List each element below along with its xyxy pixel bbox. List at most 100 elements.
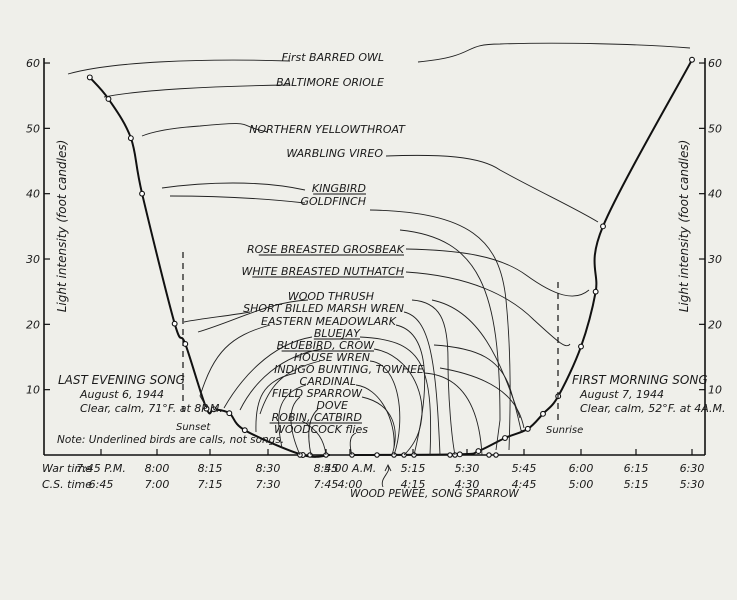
bird-leader <box>355 384 395 449</box>
baseline-song-point <box>447 452 453 458</box>
sunrise-label: Sunrise <box>546 425 583 436</box>
evening-song-point <box>210 406 217 413</box>
bird-leader <box>349 432 357 456</box>
morning-song-point <box>502 435 508 441</box>
x-tick-label-war: 6:30 <box>680 462 705 475</box>
war-time-label: War time <box>42 462 92 475</box>
x-tick-label-war: 5:00 A.M. <box>324 462 376 475</box>
x-tick-label-cs: 7:15 <box>198 478 223 491</box>
bird-leader <box>197 299 309 333</box>
y-tick-label-left: 20 <box>26 318 40 331</box>
bird-label: WHITE BREASTED NUTHATCH <box>241 265 404 278</box>
x-tick-label-war: 8:00 <box>145 462 170 475</box>
bird-leader <box>239 348 323 411</box>
evening-song-point <box>105 96 112 102</box>
bird-leader <box>359 336 432 456</box>
x-tick-label-war: 8:30 <box>256 462 281 475</box>
x-tick-label-war: 7:45 P.M. <box>76 462 126 475</box>
x-tick-label-cs: 6:45 <box>89 478 114 491</box>
evening-song-point <box>86 74 93 81</box>
y-tick-label-right: 40 <box>708 188 722 201</box>
evening-song-point <box>241 427 248 434</box>
x-tick-label-war: 6:00 <box>569 462 594 475</box>
y-tick-label-left: 60 <box>26 57 40 70</box>
baseline-song-point <box>307 452 313 458</box>
baseline-song-point <box>374 452 380 458</box>
bird-leader <box>423 372 483 456</box>
evening-date: August 6, 1944 <box>79 388 164 401</box>
y-tick-label-right: 30 <box>708 253 722 266</box>
bird-leader <box>417 42 691 63</box>
x-tick-label-war: 5:30 <box>455 462 480 475</box>
y-tick-label-left: 50 <box>26 122 40 135</box>
pewee-sparrow-label: WOOD PEWEE, SONG SPARROW <box>350 488 519 500</box>
bird-label: BLUEBIRD, CROW <box>277 339 376 352</box>
x-tick-label-cs: 7:30 <box>256 478 281 491</box>
bird-label: DOVE <box>316 399 348 412</box>
x-tick-label-cs: 7:45 <box>314 478 339 491</box>
cs-time-label: C.S. time <box>42 478 92 491</box>
pewee-arrowhead <box>384 463 392 472</box>
x-tick-label-cs: 5:30 <box>680 478 705 491</box>
bird-leader <box>439 367 525 429</box>
x-tick-label-cs: 5:15 <box>624 478 649 491</box>
evening-song-point <box>139 190 146 197</box>
bird-label: EASTERN MEADOWLARK <box>261 315 397 328</box>
bird-label: GOLDFINCH <box>300 195 366 208</box>
morning-song-point <box>689 56 695 63</box>
y-tick-label-right: 20 <box>708 318 722 331</box>
x-tick-label-cs: 5:00 <box>569 478 594 491</box>
x-tick-label-war: 5:45 <box>512 462 537 475</box>
note-text: Note: Underlined birds are calls, not so… <box>57 434 284 446</box>
evening-song-point <box>127 135 134 142</box>
bird-leader-lines <box>67 42 691 456</box>
x-tick-label-cs: 7:00 <box>145 478 170 491</box>
bird-label: FIELD SPARROW <box>272 387 363 400</box>
morning-song-point <box>578 343 584 350</box>
bird-leader <box>161 182 306 191</box>
bird-leader <box>403 311 441 456</box>
sunset-label: Sunset <box>176 422 211 433</box>
bird-leader <box>405 271 571 347</box>
baseline-song-point <box>486 452 492 458</box>
bird-leader <box>169 195 306 204</box>
bird-label: BLUEJAY <box>314 327 361 340</box>
bird-leader <box>405 248 590 297</box>
evening-weather: Clear, calm, 71°F. at 8P.M. <box>80 402 223 415</box>
morning-title: FIRST MORNING SONG <box>572 373 708 387</box>
morning-song-point <box>600 223 606 230</box>
bird-leader <box>67 59 291 75</box>
morning-song-point <box>524 425 531 432</box>
morning-song-point <box>592 288 599 295</box>
x-tick-label-cs: 4:15 <box>401 478 426 491</box>
bird-label: HOUSE WREN <box>294 351 370 364</box>
x-tick-label-war: 8:45 <box>314 462 339 475</box>
bird-leader <box>399 229 501 451</box>
y-tick-label-right: 10 <box>708 384 722 397</box>
bird-leader <box>278 384 307 449</box>
bird-leader <box>290 396 301 456</box>
evening-song-point <box>226 410 233 417</box>
evening-song-point <box>171 320 178 327</box>
x-tick-label-war: 6:15 <box>624 462 649 475</box>
bird-leader <box>255 372 297 433</box>
right-y-axis-label: Light intensity (foot candles) <box>677 140 691 313</box>
bird-label: CARDINAL <box>300 375 356 388</box>
bird-leader <box>103 84 291 98</box>
bird-leader <box>369 209 511 451</box>
bird-leader <box>223 336 313 409</box>
bird-label: INDIGO BUNTING, TOWHEE <box>274 363 424 376</box>
y-tick-label-left: 10 <box>26 384 40 397</box>
left-y-axis-label: Light intensity (foot candles) <box>55 140 69 313</box>
bird-label: First BARRED OWL <box>282 51 384 64</box>
x-tick-label-cs: 4:45 <box>512 478 537 491</box>
bird-label: WARBLING VIREO <box>286 147 383 160</box>
y-tick-label-left: 40 <box>26 188 40 201</box>
bird-label: ROSE BREASTED GROSBEAK <box>247 243 405 256</box>
morning-weather: Clear, calm, 52°F. at 4A.M. <box>580 402 725 415</box>
morning-date: August 7, 1944 <box>579 388 664 401</box>
morning-song-point <box>456 451 463 458</box>
